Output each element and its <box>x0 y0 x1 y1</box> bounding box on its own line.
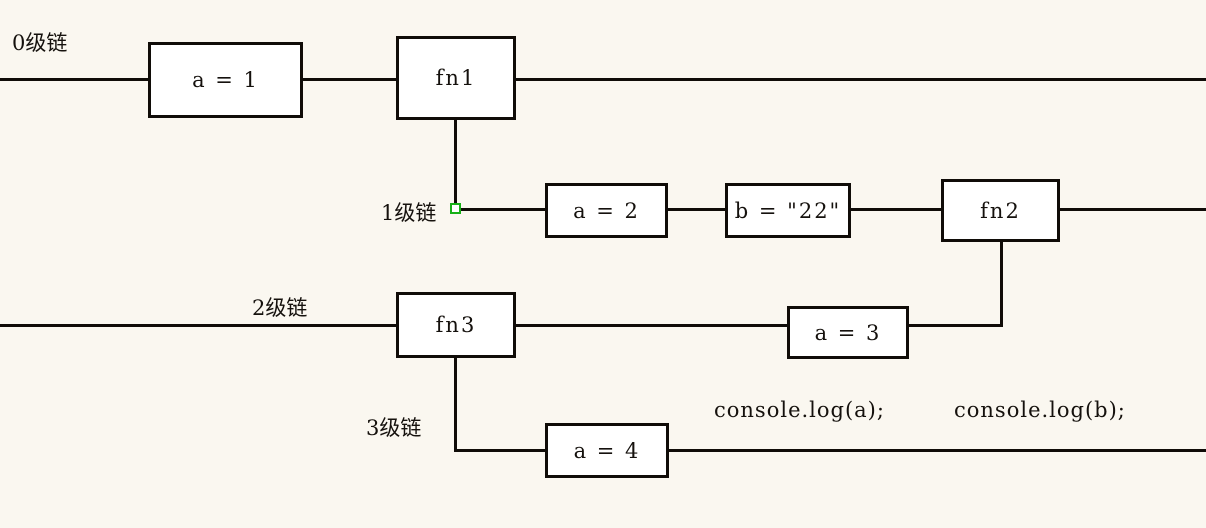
chain-label-level-0: 0级链 <box>12 31 68 55</box>
chain-junction-marker[interactable] <box>450 203 461 214</box>
node-a-2[interactable]: a = 2 <box>545 183 668 238</box>
fn1-to-level-1-connector <box>454 120 457 210</box>
level-1-line-segment-mid-2 <box>851 208 941 211</box>
level-0-line-segment-left <box>0 78 148 81</box>
level-1-line-segment-right <box>1060 208 1206 211</box>
node-fn2[interactable]: fn2 <box>941 179 1060 242</box>
node-a-3-label: a = 3 <box>814 320 882 345</box>
level-0-line-segment-right <box>516 78 1206 81</box>
node-a-1[interactable]: a = 1 <box>148 42 303 118</box>
node-b-22[interactable]: b = "22" <box>725 183 851 238</box>
fn2-to-level-2-connector <box>1000 242 1003 327</box>
level-3-line-segment-right <box>669 449 1206 452</box>
node-fn3[interactable]: fn3 <box>396 292 516 358</box>
level-0-line-segment-mid <box>303 78 396 81</box>
level-2-line-segment-left <box>0 324 396 327</box>
level-2-line-segment-mid <box>516 324 787 327</box>
fn3-to-level-3-connector <box>454 358 457 450</box>
console-log-b-annotation: console.log(b); <box>954 398 1126 422</box>
chain-label-level-2: 2级链 <box>252 296 308 320</box>
console-log-a-annotation: console.log(a); <box>714 398 885 422</box>
node-a-2-label: a = 2 <box>573 198 640 223</box>
node-fn3-label: fn3 <box>435 313 477 337</box>
level-3-line-segment-left <box>454 449 545 452</box>
node-fn1-label: fn1 <box>435 66 477 90</box>
level-1-line-segment-left <box>461 208 545 211</box>
node-fn1[interactable]: fn1 <box>396 36 516 120</box>
node-a-3[interactable]: a = 3 <box>787 306 909 359</box>
node-a-4-label: a = 4 <box>573 438 641 463</box>
chain-label-level-3: 3级链 <box>366 416 422 440</box>
chain-label-level-1: 1级链 <box>381 201 437 225</box>
node-a-1-label: a = 1 <box>192 68 259 92</box>
level-1-line-segment-mid-1 <box>668 208 725 211</box>
node-b-22-label: b = "22" <box>734 198 842 223</box>
level-2-line-segment-right <box>909 324 1003 327</box>
node-fn2-label: fn2 <box>980 198 1021 223</box>
node-a-4[interactable]: a = 4 <box>545 423 669 478</box>
